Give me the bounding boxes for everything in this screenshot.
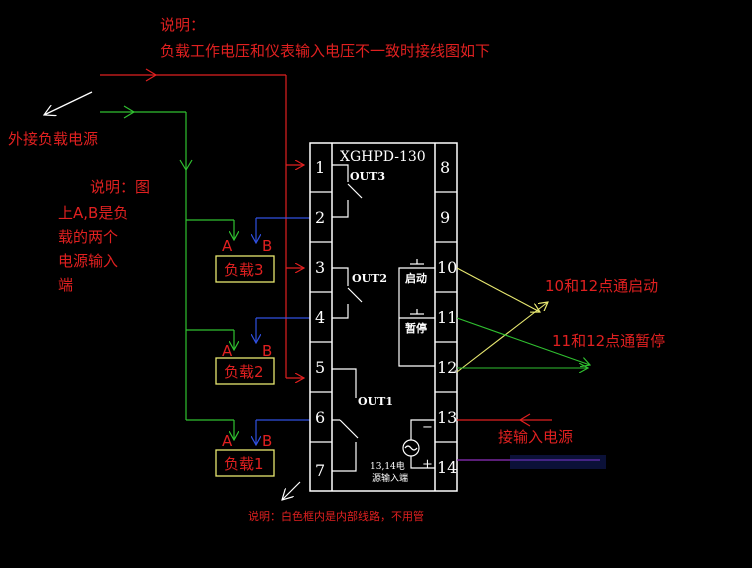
- load-2-a-label: A: [222, 342, 233, 360]
- power-plus: +: [422, 457, 433, 472]
- pause-note: 11和12点通暂停: [552, 332, 665, 350]
- external-supply-arrow: [44, 91, 93, 115]
- pin-2: 2: [315, 208, 325, 227]
- load-3: 负载3 A B: [215, 237, 275, 283]
- pause-wires: [456, 317, 590, 368]
- pin-10: 10: [437, 258, 457, 277]
- power-label-2: 源输入端: [372, 472, 408, 484]
- load-3-a-label: A: [222, 237, 233, 255]
- load-3-b-label: B: [262, 237, 272, 255]
- out1-label: OUT1: [358, 395, 393, 408]
- load-2: 负载2 A B: [215, 342, 275, 385]
- load-1-a-label: A: [222, 432, 233, 450]
- green-supply-wire: [100, 105, 234, 440]
- pin-14: 14: [437, 458, 457, 477]
- pin-11: 11: [437, 308, 457, 327]
- bottom-note-arrow: [282, 481, 301, 500]
- load-2-b-label: B: [262, 342, 272, 360]
- blue-load-wires: [256, 217, 310, 445]
- side-note-line4: 电源输入: [58, 252, 118, 270]
- load-2-name: 负载2: [224, 363, 264, 381]
- pause-label: 暂停: [405, 321, 427, 335]
- start-button-symbol: [410, 259, 424, 265]
- pin-4: 4: [315, 308, 325, 327]
- pin-9: 9: [440, 208, 450, 227]
- start-wires: [456, 267, 548, 373]
- power-input-label: 接输入电源: [498, 428, 573, 446]
- pin-12: 12: [437, 358, 457, 377]
- side-note-line5: 端: [58, 276, 73, 294]
- blurred-text-artifact: [510, 455, 606, 469]
- side-note-line1: 说明：图: [90, 178, 150, 196]
- red-supply-wire: [100, 68, 304, 378]
- external-supply-label: 外接负载电源: [8, 130, 98, 148]
- pin-8: 8: [440, 158, 450, 177]
- device-box: [309, 142, 458, 492]
- pin-3: 3: [315, 258, 325, 277]
- power-minus: −: [422, 420, 433, 435]
- device-model: XGHPD-130: [340, 149, 426, 165]
- load-1: 负载1 A B: [215, 432, 275, 477]
- power-label-1: 13,14电: [370, 460, 405, 472]
- pin-6: 6: [315, 408, 325, 427]
- out3-label: OUT3: [350, 170, 385, 183]
- top-note-label: 说明：: [160, 16, 205, 34]
- device-pin-dividers: [310, 191, 457, 443]
- pin-13: 13: [437, 408, 457, 427]
- pause-button-symbol: [410, 309, 424, 315]
- load-1-b-label: B: [262, 432, 272, 450]
- top-note-text: 负载工作电压和仪表输入电压不一致时接线图如下: [160, 42, 490, 60]
- bottom-note: 说明：白色框内是内部线路，不用管: [248, 509, 424, 523]
- power-input-wires: [457, 413, 600, 461]
- pin-5: 5: [315, 358, 325, 377]
- pin-1: 1: [315, 158, 325, 177]
- load-3-name: 负载3: [224, 261, 264, 279]
- side-note-line2: 上A,B是负: [58, 204, 128, 222]
- start-note: 10和12点通启动: [545, 277, 658, 295]
- pin-7: 7: [315, 461, 325, 480]
- out2-label: OUT2: [352, 272, 387, 285]
- relay-contacts: [332, 164, 435, 472]
- side-note-line3: 载的两个: [58, 228, 118, 246]
- start-label: 启动: [405, 271, 427, 285]
- load-1-name: 负载1: [224, 455, 264, 473]
